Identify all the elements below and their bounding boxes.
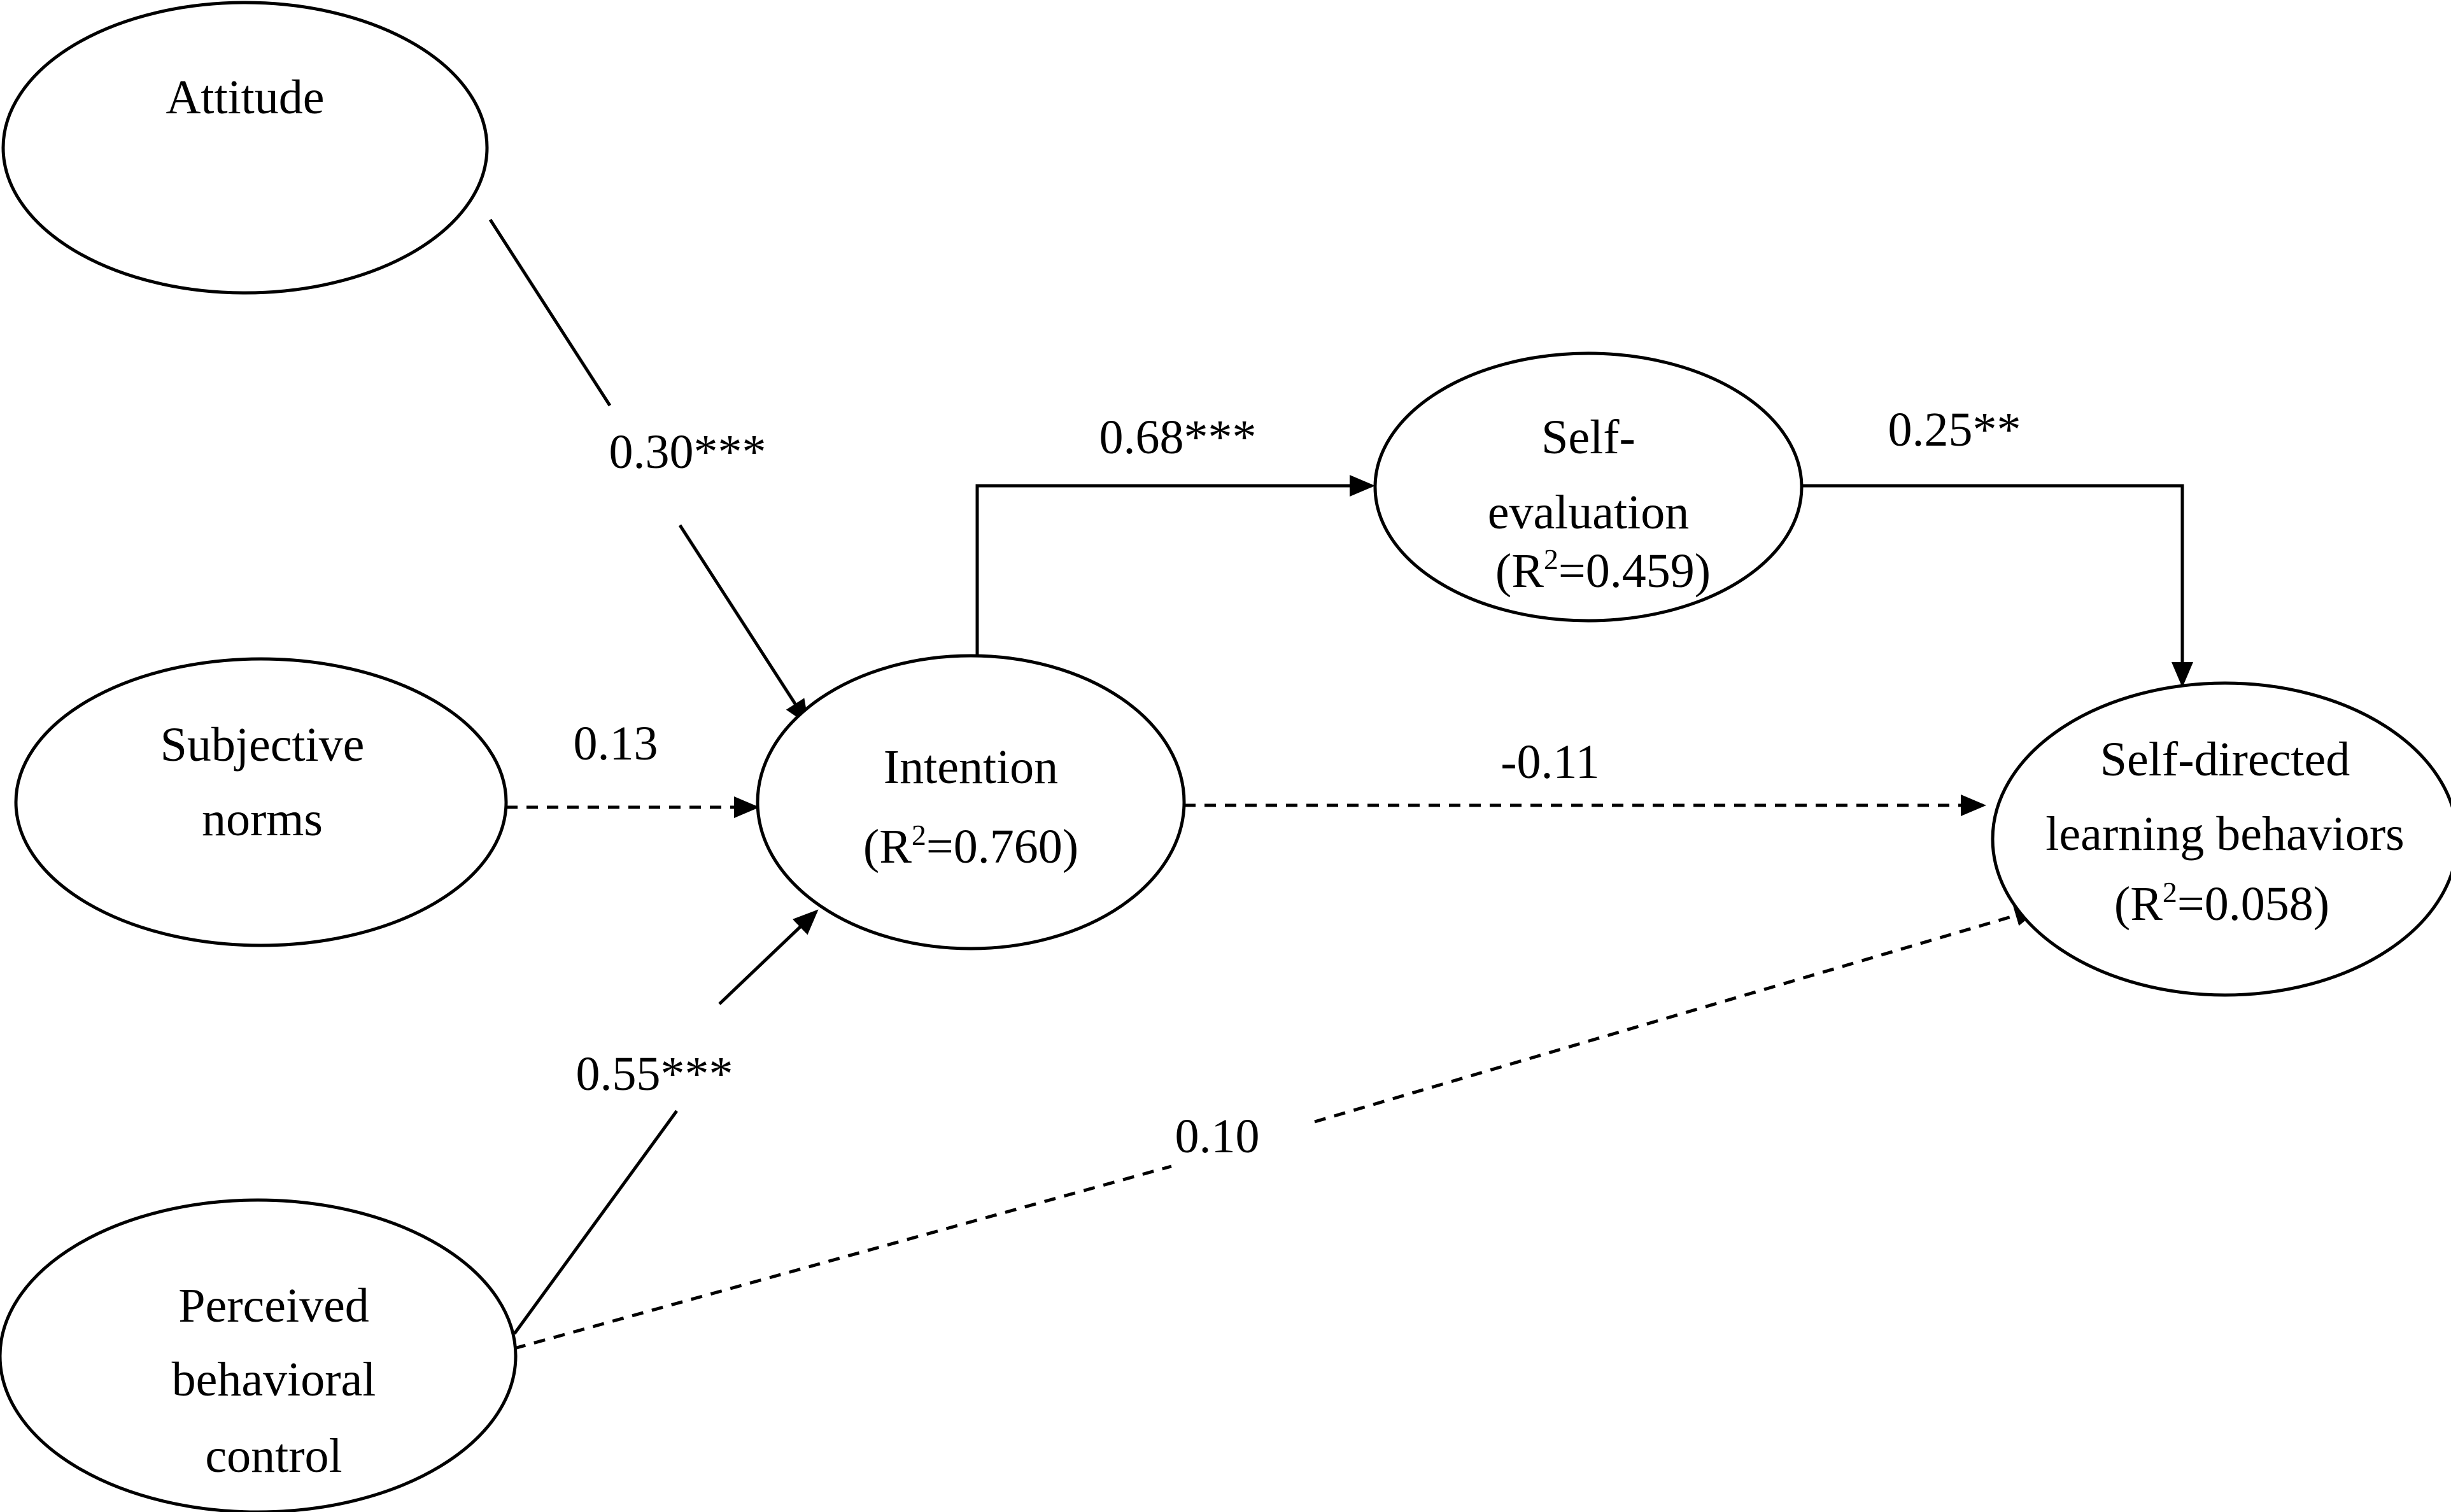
node-pbc-label-line2: behavioral (172, 1353, 376, 1406)
coef-intention-to-sdlb: -0.11 (1501, 735, 1600, 789)
node-self-evaluation-r2: (R2=0.459) (1495, 543, 1711, 598)
node-attitude-label: Attitude (166, 71, 324, 124)
coef-norms-to-intention: 0.13 (574, 717, 658, 770)
node-pbc-label-line3: control (205, 1429, 342, 1483)
node-self-evaluation-label-line2: evaluation (1488, 486, 1690, 539)
path-attitude-to-intention-upper (488, 218, 612, 407)
path-attitude-to-intention-lower (678, 524, 809, 726)
node-intention-label: Intention (884, 740, 1058, 794)
coef-intention-to-self-evaluation: 0.68*** (1099, 411, 1257, 464)
node-self-directed-learning-behaviors (1991, 681, 2451, 997)
node-sdlb-label-line1: Self-directed (2100, 733, 2350, 786)
coef-pbc-to-sdlb: 0.10 (1175, 1110, 1260, 1163)
path-self-evaluation-to-sdlb (1802, 484, 2193, 688)
coef-self-evaluation-to-sdlb: 0.25** (1888, 403, 2021, 456)
path-pbc-to-sdlb-lower (514, 1164, 1172, 1350)
node-self-evaluation-label-line1: Self- (1541, 411, 1635, 464)
node-intention (756, 654, 1186, 950)
path-pbc-to-sdlb-upper (1314, 905, 2040, 1124)
coef-attitude-to-intention: 0.30*** (609, 425, 766, 479)
node-subjective-norms (14, 657, 508, 947)
node-intention-r2: (R2=0.760) (863, 819, 1078, 873)
path-intention-to-self-evaluation (975, 475, 1375, 676)
node-perceived-behavioral-control (0, 1198, 518, 1512)
node-attitude (1, 1, 489, 295)
path-pbc-to-intention-upper (718, 909, 819, 1005)
node-self-evaluation (1373, 351, 1804, 623)
node-subjective-norms-label-line1: Subjective (160, 718, 365, 772)
node-subjective-norms-label-line2: norms (202, 793, 323, 846)
node-sdlb-r2: (R2=0.058) (2114, 876, 2329, 931)
node-sdlb-label-line2: learning behaviors (2045, 807, 2404, 861)
path-pbc-to-intention (512, 1110, 679, 1335)
node-pbc-label-line1: Perceived (178, 1279, 369, 1332)
coef-pbc-to-intention: 0.55*** (576, 1047, 733, 1101)
